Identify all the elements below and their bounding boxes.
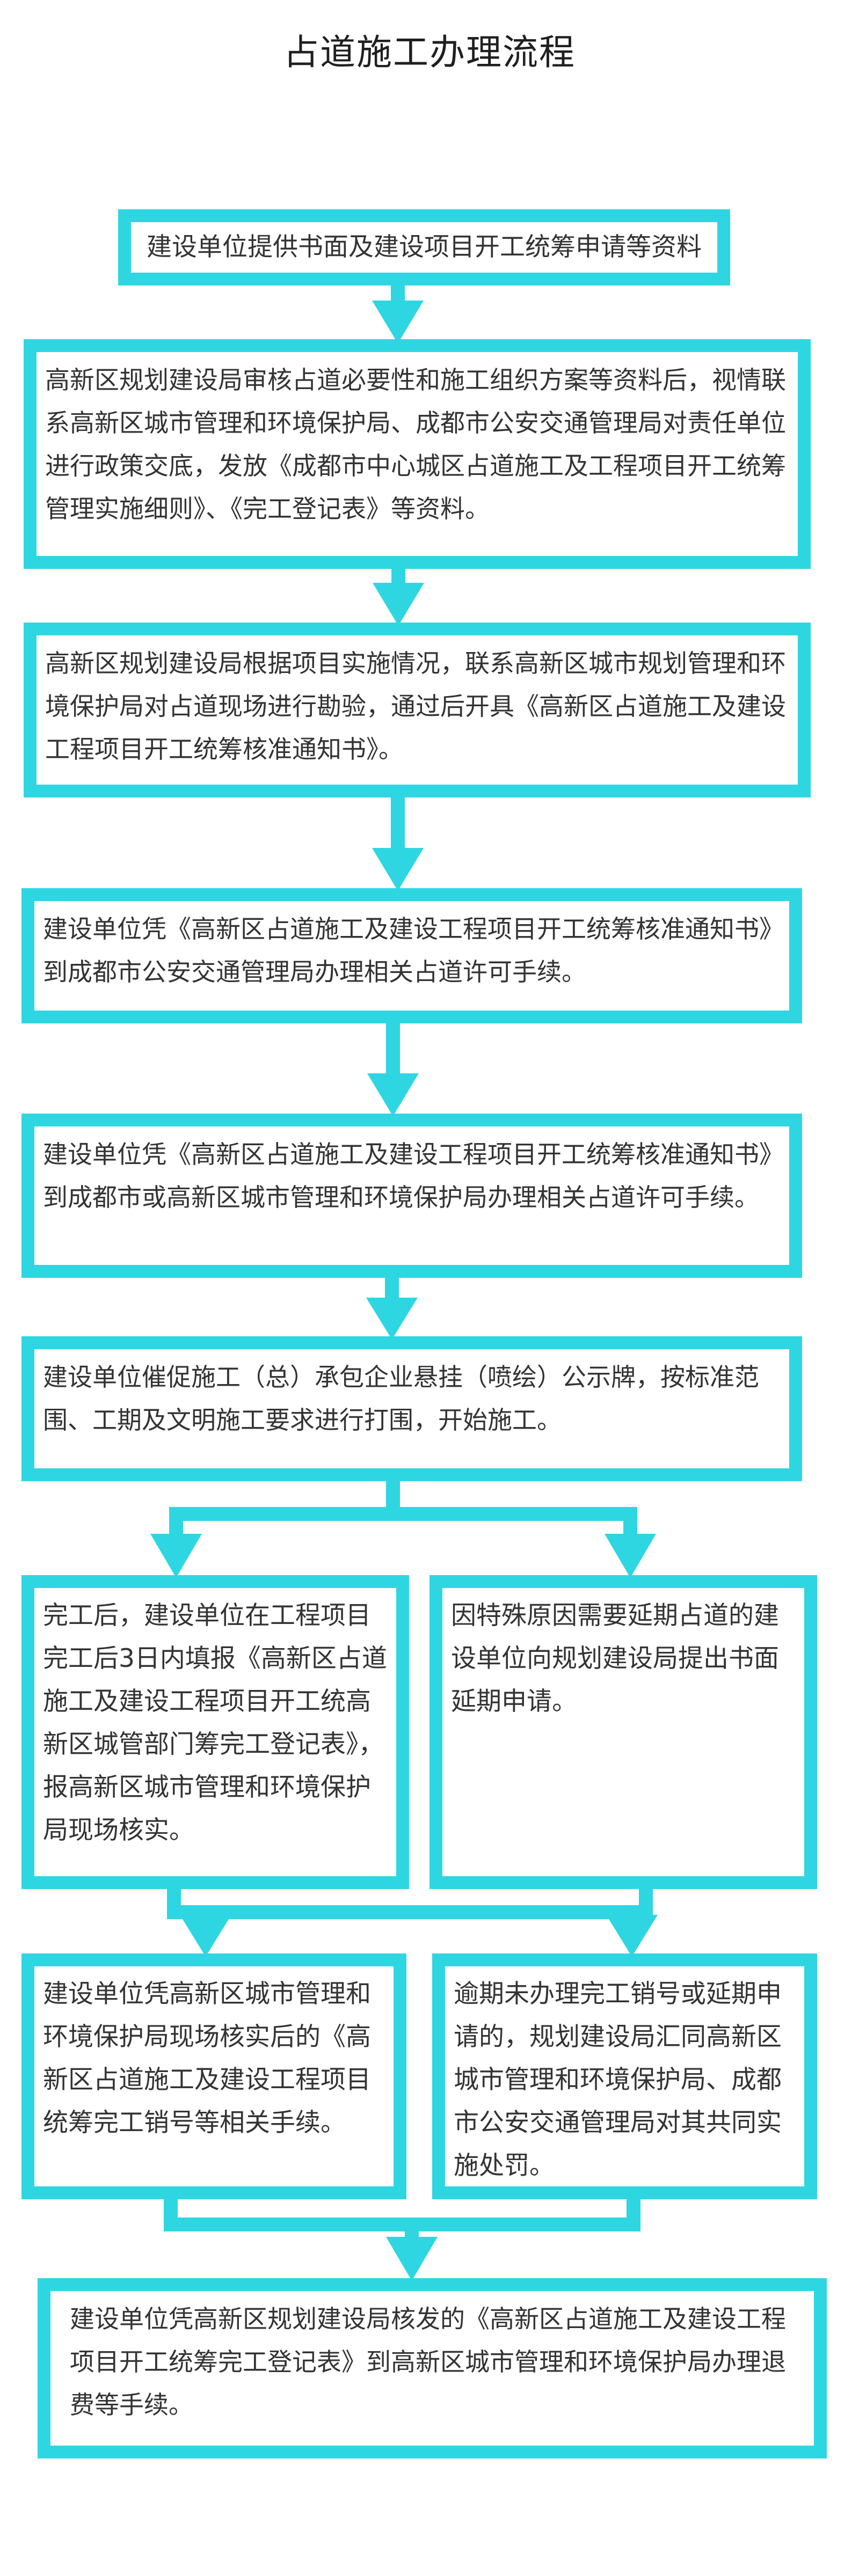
- step-refund: 建设单位凭高新区规划建设局核发的《高新区占道施工及建设工程项目开工统筹完工登记表…: [38, 2278, 827, 2458]
- step-overdue-penalty: 逾期未办理完工销号或延期申请的，规划建设局汇同高新区城市管理和环境保护局、成都市…: [432, 1953, 817, 2199]
- arrow-head: [150, 1534, 202, 1578]
- arrow-head: [372, 301, 424, 343]
- step-review-and-briefing: 高新区规划建设局审核占道必要性和施工组织方案等资料后，视情联系高新区城市管理和环…: [24, 339, 811, 569]
- step-completion-cancellation: 建设单位凭高新区城市管理和环境保护局现场核实后的《高新区占道施工及建设工程项目统…: [21, 1953, 406, 2199]
- arrow-head: [605, 1534, 656, 1578]
- step-extension-application: 因特殊原因需要延期占道的建设单位向规划建设局提出书面延期申请。: [430, 1575, 817, 1889]
- step-site-inspection: 高新区规划建设局根据项目实施情况，联系高新区城市规划管理和环境保护局对占道现场进…: [24, 623, 811, 797]
- connector-line: [167, 1905, 653, 1919]
- arrow-head: [606, 1915, 658, 1957]
- connector-line: [169, 1507, 637, 1521]
- arrow-head: [366, 1298, 418, 1340]
- arrow-head: [372, 848, 424, 891]
- arrow-head: [367, 1073, 419, 1116]
- connector-line: [164, 2218, 640, 2231]
- step-submit-materials: 建设单位提供书面及建设项目开工统筹申请等资料: [118, 209, 730, 286]
- step-traffic-permit: 建设单位凭《高新区占道施工及建设工程项目开工统筹核准通知书》到成都市公安交通管理…: [21, 888, 802, 1023]
- arrow-head: [180, 1915, 231, 1957]
- step-completion-registration: 完工后，建设单位在工程项目完工后3日内填报《高新区占道施工及建设工程项目开工统高…: [21, 1575, 409, 1889]
- step-start-construction: 建设单位催促施工（总）承包企业悬挂（喷绘）公示牌，按标准范围、工期及文明施工要求…: [21, 1336, 802, 1481]
- arrow-head: [373, 583, 424, 626]
- arrow-head: [386, 2237, 438, 2281]
- step-city-management-permit: 建设单位凭《高新区占道施工及建设工程项目开工统筹核准通知书》到成都市或高新区城市…: [21, 1114, 802, 1278]
- page-title: 占道施工办理流程: [283, 32, 576, 73]
